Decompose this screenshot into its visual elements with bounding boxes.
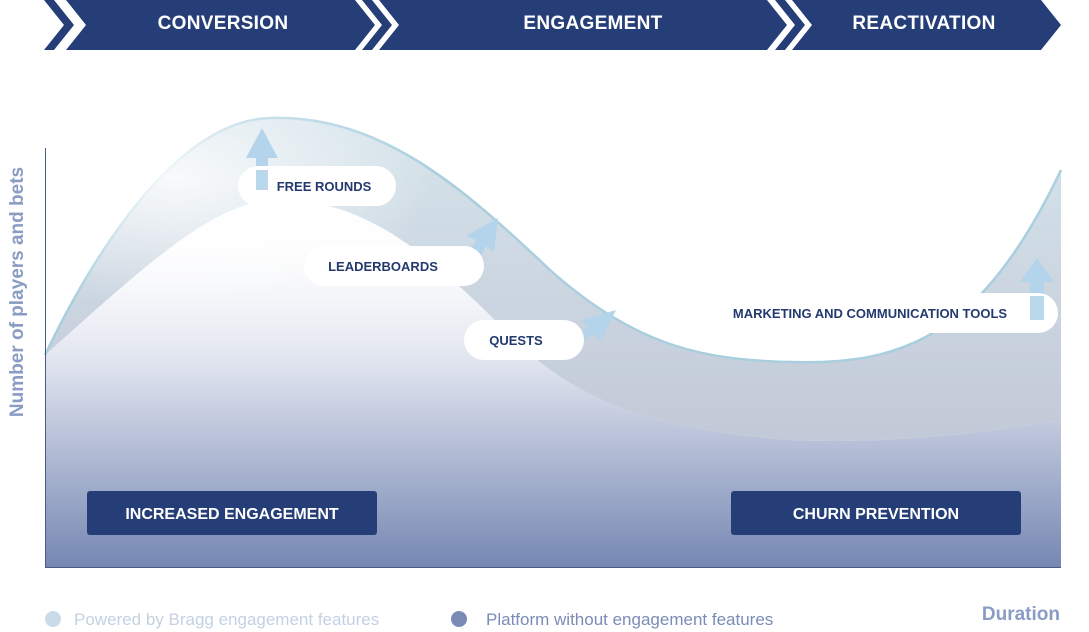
pill-leaderboards bbox=[304, 246, 484, 286]
arrow-up-icon-marketing bbox=[1020, 258, 1054, 322]
phase-chevron-conversion bbox=[66, 0, 375, 50]
legend-label-with-features: Powered by Bragg engagement features bbox=[74, 610, 379, 629]
outcome-boxes: INCREASED ENGAGEMENT CHURN PREVENTION bbox=[87, 491, 1021, 535]
pill-free-rounds bbox=[238, 166, 396, 206]
phase-label-reactivation: REACTIVATION bbox=[852, 13, 995, 34]
legend: Powered by Bragg engagement features Pla… bbox=[45, 610, 773, 629]
outcome-box-churn-prevention bbox=[731, 491, 1021, 535]
feature-pills: FREE ROUNDS LEADERBOARDS QUESTS MARKETIN… bbox=[238, 166, 1058, 360]
chevron-deco-1 bbox=[362, 0, 392, 50]
phase-label-engagement: ENGAGEMENT bbox=[523, 13, 662, 34]
arrow-tail-free-rounds bbox=[256, 170, 268, 190]
arrow-overlays bbox=[256, 170, 1044, 320]
pill-label-marketing: MARKETING AND COMMUNICATION TOOLS bbox=[733, 306, 1008, 321]
chevron-deco-left bbox=[44, 0, 74, 50]
pill-label-quests: QUESTS bbox=[489, 333, 543, 348]
pill-label-free-rounds: FREE ROUNDS bbox=[277, 179, 372, 194]
phase-chevron-engagement bbox=[379, 0, 787, 50]
outcome-label-churn-prevention: CHURN PREVENTION bbox=[793, 506, 959, 523]
legend-swatch-without-features bbox=[451, 611, 467, 627]
pill-marketing bbox=[700, 293, 1058, 333]
pill-quests bbox=[464, 320, 584, 360]
arrow-up-icon-free-rounds bbox=[246, 128, 278, 188]
x-axis-label: Duration bbox=[982, 604, 1060, 625]
pill-label-leaderboards: LEADERBOARDS bbox=[328, 259, 438, 274]
phase-label-conversion: CONVERSION bbox=[158, 13, 289, 34]
phase-chevron-reactivation bbox=[792, 0, 1061, 50]
outcome-box-increased-engagement bbox=[87, 491, 377, 535]
outcome-label-increased-engagement: INCREASED ENGAGEMENT bbox=[125, 506, 339, 523]
chevron-deco-2 bbox=[775, 0, 805, 50]
y-axis-label: Number of players and bets bbox=[7, 167, 28, 417]
legend-swatch-with-features bbox=[45, 611, 61, 627]
arrow-tail-marketing bbox=[1030, 296, 1044, 320]
legend-label-without-features: Platform without engagement features bbox=[486, 610, 773, 629]
phase-banner: CONVERSION ENGAGEMENT REACTIVATION bbox=[44, 0, 1061, 50]
